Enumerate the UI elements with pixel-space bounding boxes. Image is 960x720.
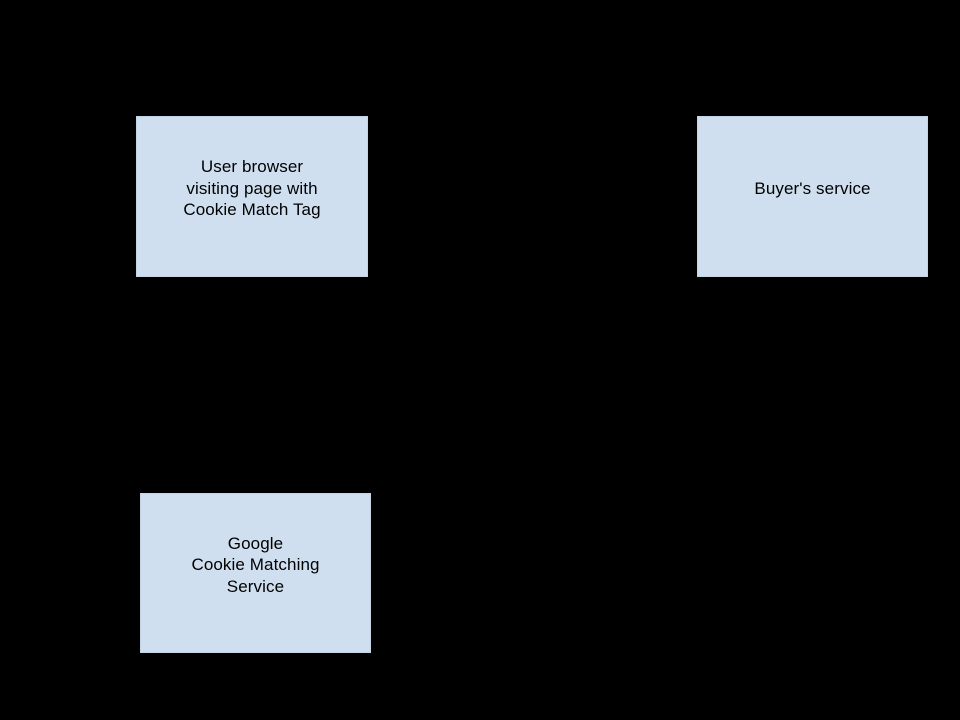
connector-google-to-browser bbox=[246, 277, 258, 493]
node-google-cookie-matching-service-label: Google Cookie Matching Service bbox=[191, 533, 320, 596]
connector-browser-to-buyer bbox=[368, 190, 697, 202]
node-user-browser[interactable]: User browser visiting page with Cookie M… bbox=[136, 116, 368, 277]
node-buyers-service-label: Buyer's service bbox=[754, 178, 871, 198]
node-buyers-service[interactable]: Buyer's service bbox=[697, 116, 928, 277]
node-user-browser-label: User browser visiting page with Cookie M… bbox=[183, 157, 321, 220]
connector-buyer-to-google bbox=[371, 277, 813, 579]
node-google-cookie-matching-service[interactable]: Google Cookie Matching Service bbox=[140, 493, 371, 653]
